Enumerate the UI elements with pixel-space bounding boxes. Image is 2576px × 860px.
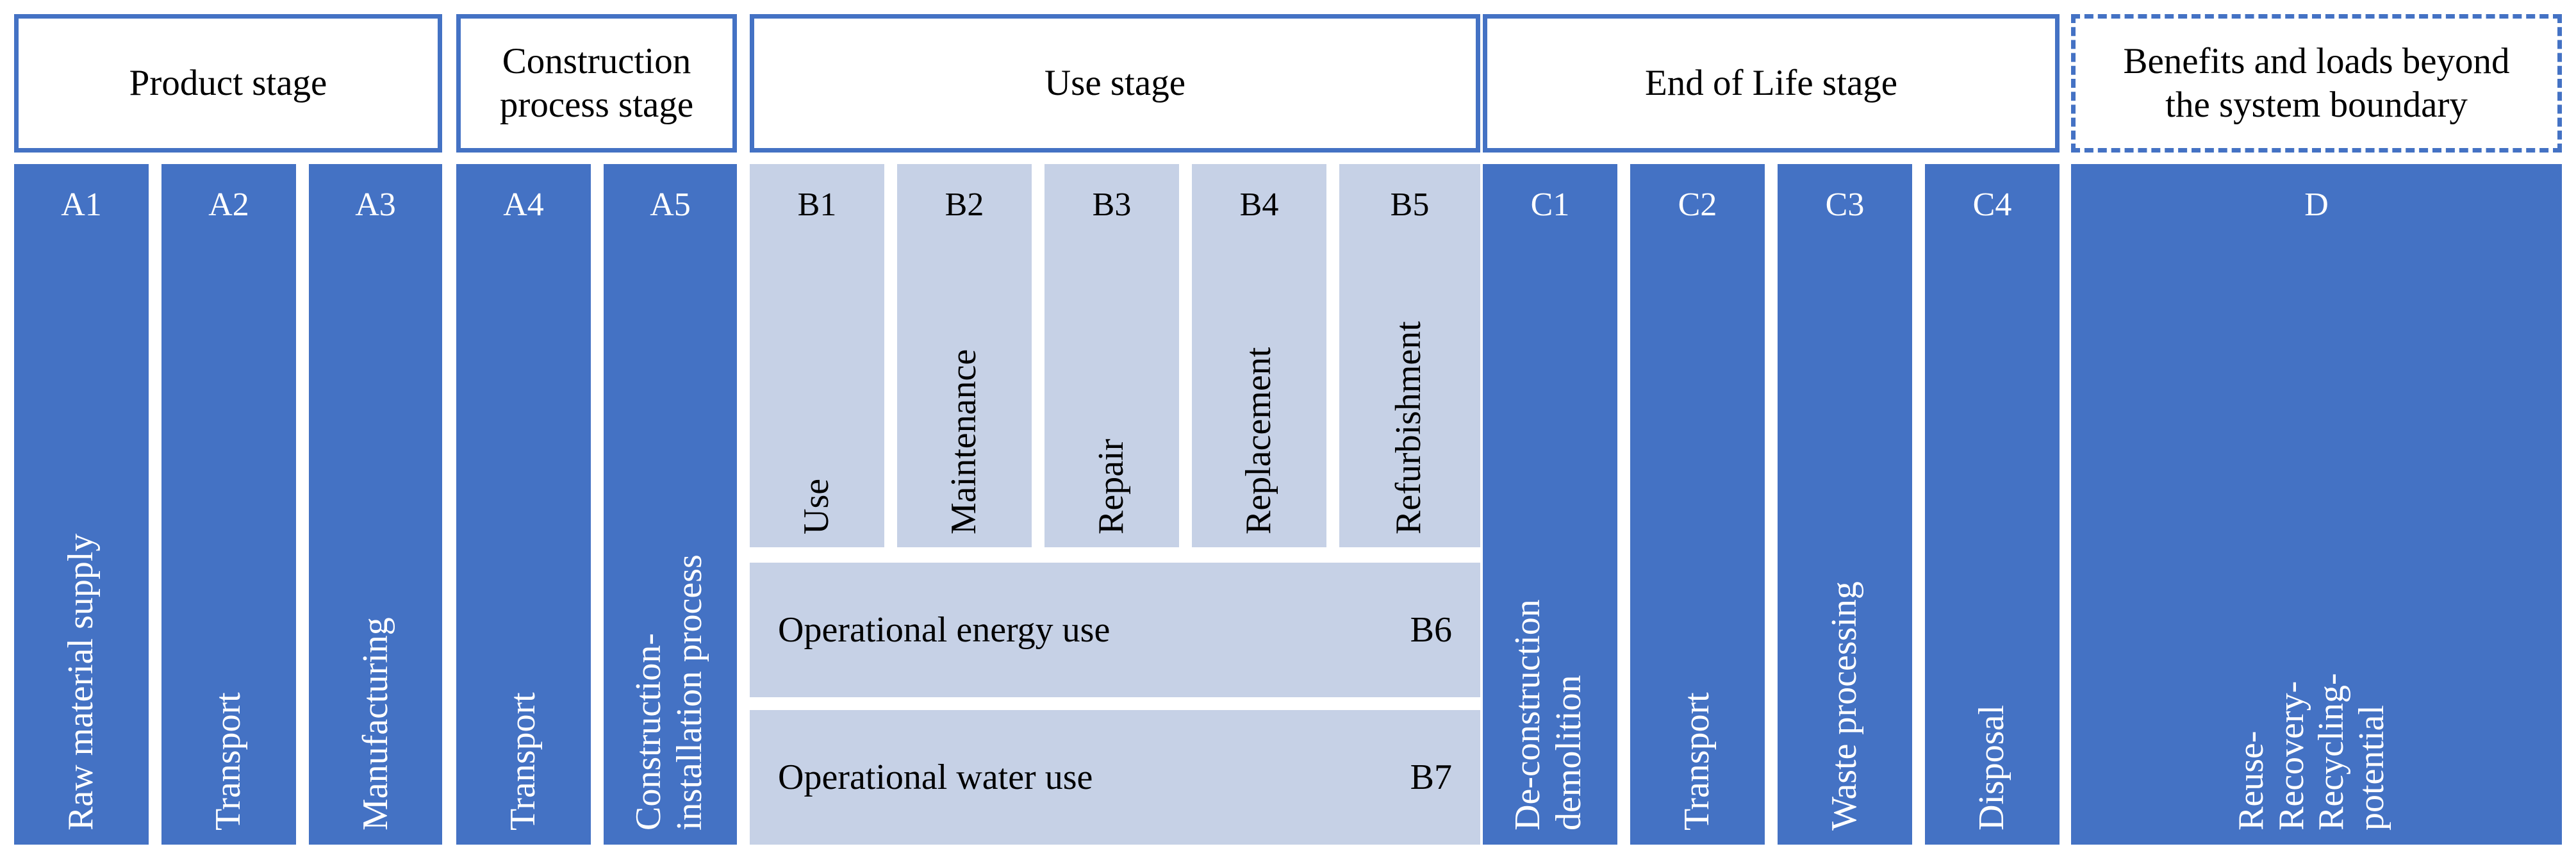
module-a1-label: Raw material supply xyxy=(61,533,101,831)
module-d-code: D xyxy=(2304,186,2329,223)
module-b2: B2 Maintenance xyxy=(897,164,1032,547)
module-b1-label: Use xyxy=(797,478,836,534)
module-b2-code: B2 xyxy=(945,186,984,223)
module-b3-code: B3 xyxy=(1092,186,1132,223)
module-c1: C1 De-construction demolition xyxy=(1483,164,1617,845)
module-a4: A4 Transport xyxy=(456,164,591,845)
module-d-label-line4: potential xyxy=(2352,705,2392,831)
module-d-label-line3: Recycling- xyxy=(2311,673,2352,831)
module-a4-label: Transport xyxy=(503,692,543,831)
module-a5-label-line1: Construction- xyxy=(629,633,668,831)
header-construction-line2: process stage xyxy=(499,85,694,125)
module-a3-code: A3 xyxy=(355,186,396,223)
module-b3-label: Repair xyxy=(1091,438,1131,534)
module-b1-code: B1 xyxy=(797,186,837,223)
header-construction-stage: Construction process stage xyxy=(456,14,737,153)
module-a5-label: Construction- installation process xyxy=(628,343,711,831)
module-a3-label: Manufacturing xyxy=(356,617,395,831)
module-b5: B5 Refurbishment xyxy=(1339,164,1480,547)
module-a4-code: A4 xyxy=(503,186,544,223)
module-b5-code: B5 xyxy=(1390,186,1430,223)
module-b7-label: Operational water use xyxy=(778,757,1093,797)
module-c3: C3 Waste processing xyxy=(1778,164,1912,845)
module-b7-code: B7 xyxy=(1410,757,1452,797)
header-use-stage: Use stage xyxy=(750,14,1480,153)
module-a5-label-line2: installation process xyxy=(670,554,710,831)
header-benefits-line2: the system boundary xyxy=(2165,85,2468,125)
module-a5: A5 Construction- installation process xyxy=(604,164,737,845)
header-product-stage: Product stage xyxy=(14,14,442,153)
module-c4-code: C4 xyxy=(1972,186,2012,223)
module-a2-label: Transport xyxy=(208,692,248,831)
module-b6-code: B6 xyxy=(1410,610,1452,650)
module-c4-label: Disposal xyxy=(1972,705,2011,831)
module-b3: B3 Repair xyxy=(1044,164,1179,547)
module-c4: C4 Disposal xyxy=(1925,164,2060,845)
module-a1-code: A1 xyxy=(61,186,102,223)
module-a3: A3 Manufacturing xyxy=(309,164,442,845)
module-b4-label: Replacement xyxy=(1239,347,1278,534)
module-b1: B1 Use xyxy=(750,164,884,547)
module-c3-code: C3 xyxy=(1825,186,1865,223)
module-c1-label: De-construction demolition xyxy=(1507,343,1590,831)
header-eol-stage: End of Life stage xyxy=(1483,14,2060,153)
module-c1-label-line1: De-construction xyxy=(1508,599,1548,831)
module-b6-label: Operational energy use xyxy=(778,610,1110,650)
module-b4-code: B4 xyxy=(1239,186,1279,223)
module-b4: B4 Replacement xyxy=(1192,164,1326,547)
module-b7: Operational water use B7 xyxy=(750,710,1480,845)
module-d-label-line1: Reuse- xyxy=(2231,731,2271,831)
module-d: D Reuse- Recovery- Recycling- potential xyxy=(2071,164,2562,845)
module-a1: A1 Raw material supply xyxy=(14,164,149,845)
module-b6: Operational energy use B6 xyxy=(750,563,1480,697)
header-use-stage-label: Use stage xyxy=(1044,62,1185,103)
module-c1-label-line2: demolition xyxy=(1549,675,1589,831)
module-d-label: Reuse- Recovery- Recycling- potential xyxy=(2231,343,2392,831)
module-a5-code: A5 xyxy=(650,186,691,223)
module-c2: C2 Transport xyxy=(1630,164,1765,845)
module-a2: A2 Transport xyxy=(161,164,296,845)
header-benefits-line1: Benefits and loads beyond xyxy=(2123,40,2510,81)
module-c1-code: C1 xyxy=(1530,186,1570,223)
header-eol-stage-label: End of Life stage xyxy=(1644,62,1898,103)
header-product-stage-label: Product stage xyxy=(129,62,327,103)
header-benefits-stage: Benefits and loads beyond the system bou… xyxy=(2071,14,2562,153)
module-b5-label: Refurbishment xyxy=(1389,321,1428,534)
module-c2-code: C2 xyxy=(1678,186,1717,223)
module-d-label-line2: Recovery- xyxy=(2271,681,2311,831)
module-c3-label: Waste processing xyxy=(1824,581,1864,831)
module-c2-label: Transport xyxy=(1677,692,1717,831)
module-b2-label: Maintenance xyxy=(944,349,984,534)
module-a2-code: A2 xyxy=(208,186,249,223)
header-construction-line1: Construction xyxy=(502,40,691,81)
